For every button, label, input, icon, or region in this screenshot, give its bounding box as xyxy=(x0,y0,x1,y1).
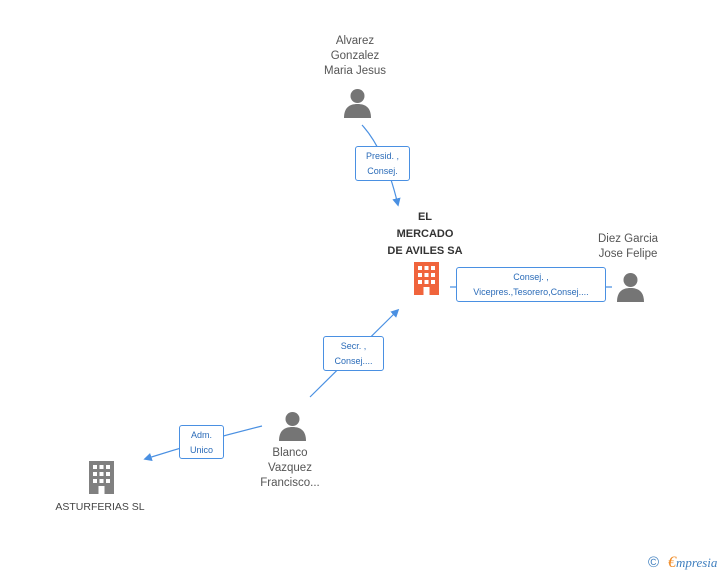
person-name-diez: Diez Garcia Jose Felipe xyxy=(578,232,678,262)
role-label-secr[interactable]: Secr. , Consej.... xyxy=(323,336,384,371)
brand-rest: mpresia xyxy=(676,555,718,570)
role-line: Consej. xyxy=(367,166,398,176)
company-name-line: MERCADO xyxy=(396,228,454,240)
person-name-line: Vazquez xyxy=(268,462,312,474)
role-line: Adm. xyxy=(190,430,212,440)
role-line: Secr. , xyxy=(340,341,367,351)
person-icon[interactable] xyxy=(616,272,645,302)
person-icon[interactable] xyxy=(343,88,372,118)
person-name-blanco: Blanco Vazquez Francisco... xyxy=(240,446,340,491)
company-name-line: ASTURFERIAS SL xyxy=(55,501,145,513)
company-name-asturferias[interactable]: ASTURFERIAS SL xyxy=(40,500,160,515)
brand-initial: € xyxy=(668,554,676,571)
person-name-line: Gonzalez xyxy=(330,50,380,62)
role-label-consej-vicepres[interactable]: Consej. , Vicepres.,Tesorero,Consej.... xyxy=(456,267,606,302)
company-name-line: EL xyxy=(417,211,433,223)
person-name-line: Alvarez xyxy=(335,35,375,47)
role-line: Presid. , xyxy=(365,151,399,161)
person-name-line: Francisco... xyxy=(260,477,320,489)
building-icon[interactable] xyxy=(411,262,442,295)
role-label-adm-unico[interactable]: Adm. Unico xyxy=(179,425,224,459)
role-line: Unico xyxy=(189,445,213,455)
role-line: Consej. , xyxy=(513,272,549,282)
copyright-icon: © xyxy=(648,554,660,571)
main-company-name[interactable]: EL MERCADO DE AVILES SA xyxy=(365,209,485,260)
person-icon[interactable] xyxy=(278,411,307,441)
role-line: Vicepres.,Tesorero,Consej.... xyxy=(473,287,589,297)
person-name-line: Blanco xyxy=(272,447,308,459)
empresia-logo[interactable]: © €mpresia xyxy=(648,553,724,573)
role-line: Consej.... xyxy=(334,356,373,366)
person-name-alvarez: Alvarez Gonzalez Maria Jesus xyxy=(305,34,405,79)
role-label-presid[interactable]: Presid. , Consej. xyxy=(355,146,410,181)
building-icon[interactable] xyxy=(86,461,117,494)
person-name-line: Jose Felipe xyxy=(598,248,658,260)
company-name-line: DE AVILES SA xyxy=(387,245,463,257)
person-name-line: Maria Jesus xyxy=(324,65,386,77)
person-name-line: Diez Garcia xyxy=(597,233,659,245)
brand-wordmark: €mpresia xyxy=(668,554,717,572)
